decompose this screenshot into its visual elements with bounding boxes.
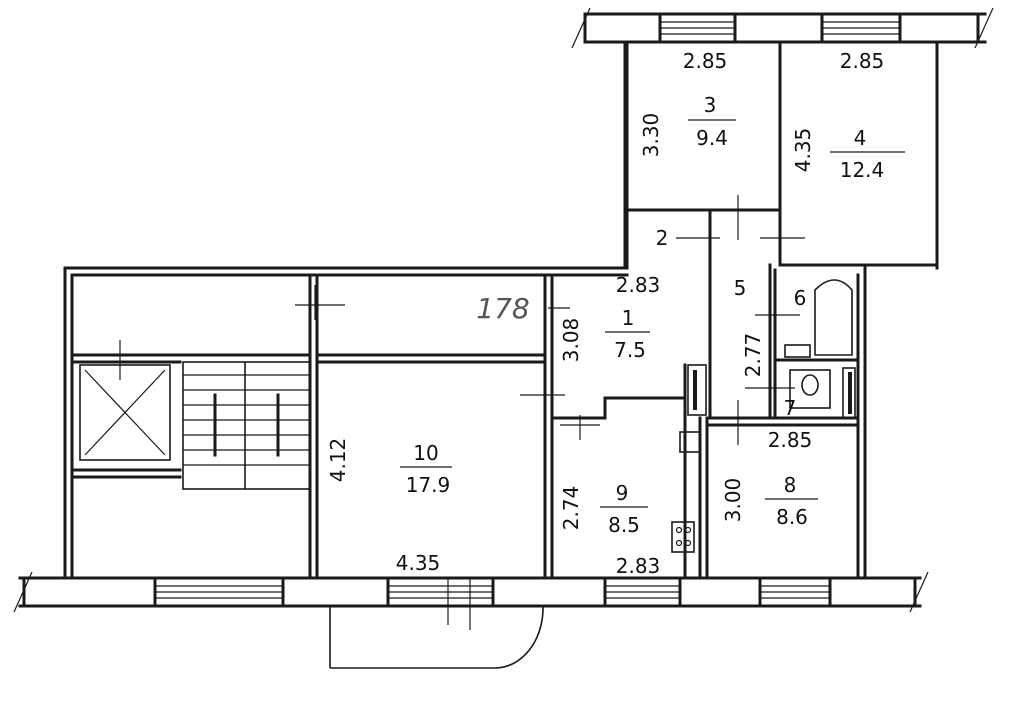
- dimension-room10-bottom: 4.35: [396, 551, 441, 575]
- lower-window-strip: [13, 571, 929, 613]
- dimension-room3-top: 2.85: [683, 49, 728, 73]
- room-area: 8.6: [776, 505, 808, 529]
- room-label-3: 3 9.4: [688, 93, 736, 150]
- room-label-6: 6: [794, 286, 807, 310]
- room-label-2: 2: [656, 226, 700, 250]
- room-area: 8.5: [608, 513, 640, 537]
- dimension-room6-side: 2.77: [741, 333, 765, 378]
- room-number: 8: [784, 473, 797, 497]
- room-label-8: 8 8.6: [765, 473, 818, 529]
- dimension-room9-bottom: 2.83: [616, 554, 661, 578]
- room-label-4: 4 12.4: [830, 126, 905, 182]
- dimension-room1-side: 3.08: [559, 318, 583, 363]
- door-markers: [295, 195, 805, 445]
- dimension-room8-side: 3.00: [721, 478, 745, 523]
- plan-annotation: 178: [476, 292, 529, 325]
- dimension-room8-top: 2.85: [768, 428, 813, 452]
- room-number: 2: [656, 226, 669, 250]
- room-number: 1: [622, 306, 635, 330]
- dimension-room10-side: 4.12: [326, 438, 350, 483]
- dimension-room1-top: 2.83: [616, 273, 661, 297]
- room-area: 7.5: [614, 338, 646, 362]
- room-area: 17.9: [406, 473, 451, 497]
- toilet: [789, 367, 856, 419]
- room-number: 5: [734, 276, 747, 300]
- ventilation-duct: [687, 364, 707, 416]
- room-number: 10: [413, 441, 438, 465]
- outer-walls: [63, 266, 867, 580]
- room-number: 7: [784, 396, 797, 420]
- room-area: 9.4: [696, 126, 728, 150]
- bathtub: [784, 279, 853, 358]
- room-label-1: 1 7.5: [605, 306, 650, 362]
- dimension-labels: 2.85 2.85 3.30 4.35 2.83 3.08 2.77 2.85 …: [326, 49, 884, 578]
- room-label-9: 9 8.5: [600, 481, 648, 537]
- interior-walls: [70, 268, 860, 580]
- dimension-room4-side: 4.35: [791, 128, 815, 173]
- room-number: 9: [616, 481, 629, 505]
- room-label-5: 5: [734, 276, 747, 300]
- room-number: 4: [854, 126, 867, 150]
- dimension-room4-top: 2.85: [840, 49, 885, 73]
- room-number: 6: [794, 286, 807, 310]
- room-label-7: 7: [784, 396, 797, 420]
- room-area: 12.4: [840, 158, 885, 182]
- upper-window-strip: [571, 7, 994, 49]
- upper-wing-walls: [623, 40, 939, 420]
- staircase: [182, 361, 311, 490]
- dimension-room9-side: 2.74: [559, 486, 583, 531]
- room-number: 3: [704, 93, 717, 117]
- room-label-10: 10 17.9: [400, 441, 452, 497]
- elevator-shaft: [79, 340, 171, 461]
- dimension-room3-side: 3.30: [639, 113, 663, 158]
- balcony-door: [329, 578, 544, 669]
- kitchen-stove: [671, 431, 701, 553]
